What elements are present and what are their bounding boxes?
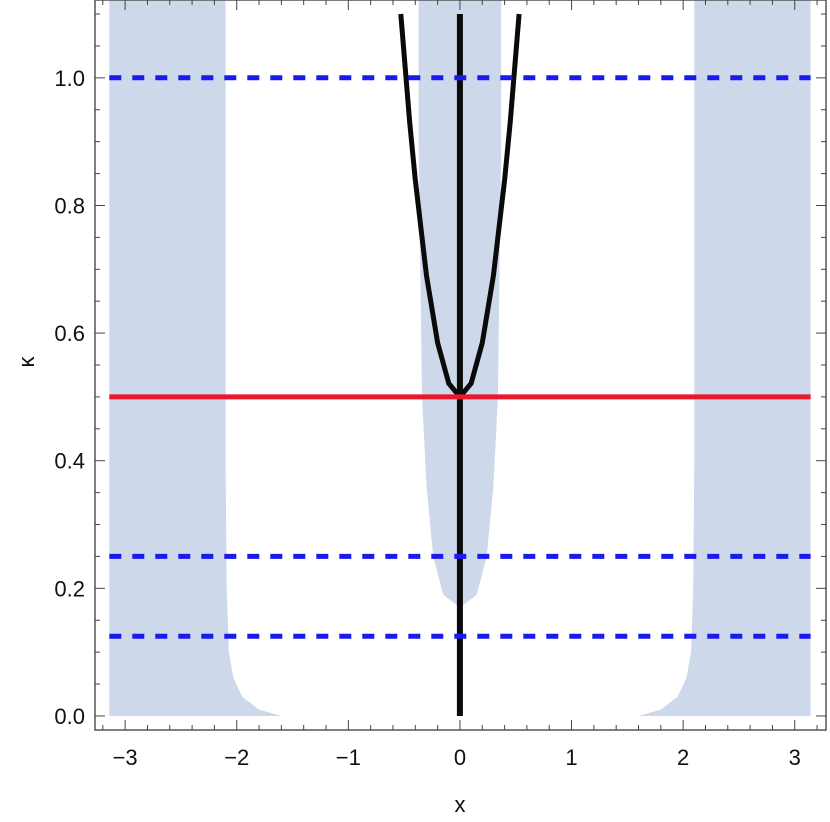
x-tick-label: −3 — [113, 745, 138, 770]
x-tick-label: −2 — [224, 745, 249, 770]
x-tick-label: 3 — [789, 745, 801, 770]
axis-ticks — [95, 0, 826, 730]
y-axis-label: κ — [14, 356, 39, 368]
shaded-region — [109, 0, 282, 716]
shaded-region — [638, 0, 811, 716]
x-tick-labels: −3 −2 −1 0 1 2 3 — [113, 745, 801, 770]
series-lines — [109, 13, 811, 716]
y-tick-label: 0.2 — [54, 576, 85, 601]
x-tick-label: 0 — [454, 745, 466, 770]
y-tick-label: 0.4 — [54, 449, 85, 474]
x-axis-label: x — [455, 792, 466, 817]
x-tick-label: 1 — [565, 745, 577, 770]
x-tick-label: 2 — [677, 745, 689, 770]
y-tick-label: 0.0 — [54, 704, 85, 729]
y-tick-labels: 0.0 0.2 0.4 0.6 0.8 1.0 — [54, 66, 85, 729]
y-tick-label: 0.6 — [54, 321, 85, 346]
x-tick-label: −1 — [336, 745, 361, 770]
y-tick-label: 0.8 — [54, 193, 85, 218]
y-tick-label: 1.0 — [54, 66, 85, 91]
